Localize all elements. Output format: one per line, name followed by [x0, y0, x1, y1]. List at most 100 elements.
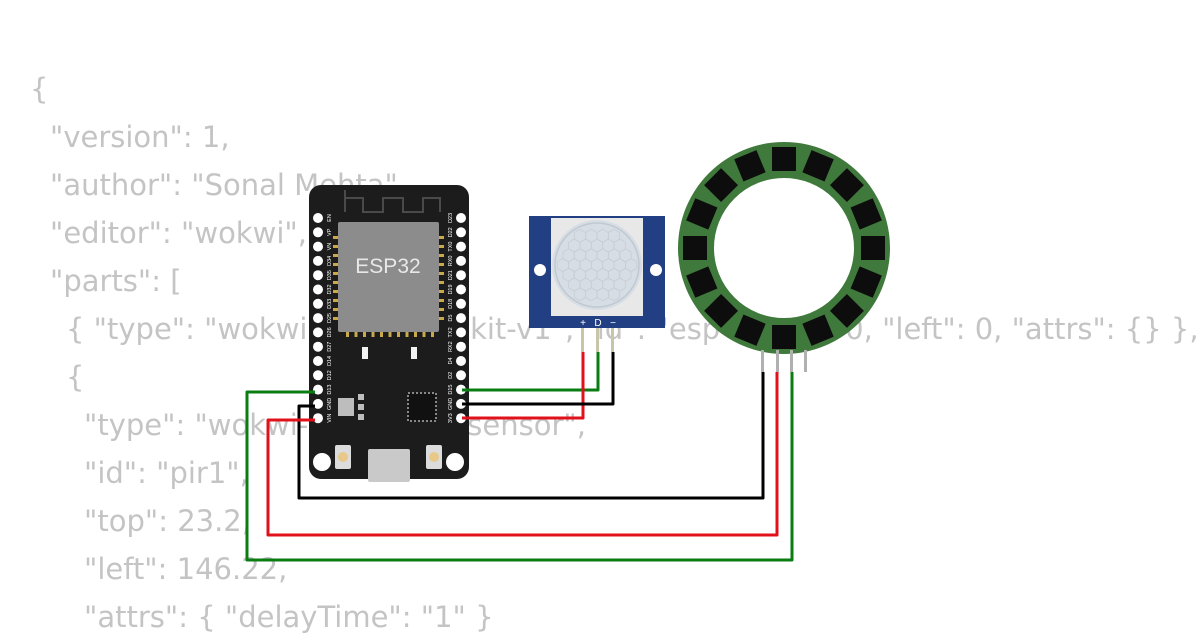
lens-hex-cell — [608, 287, 621, 302]
neopixel-led — [704, 293, 739, 328]
esp32-pin — [313, 270, 323, 281]
micro-usb-port — [368, 449, 410, 482]
esp32-pin — [313, 398, 323, 409]
esp32-pin — [456, 356, 466, 366]
voltage-regulator — [338, 394, 364, 420]
esp32-pin — [456, 270, 466, 281]
esp32-pin-label: D12 — [327, 370, 333, 380]
module-pad — [354, 331, 358, 337]
esp32-pin-label: GND — [448, 398, 454, 410]
pir-lens-ring — [554, 222, 640, 308]
neopixel-led — [686, 266, 718, 298]
neopixel-led — [829, 168, 864, 203]
wire-red-pir-vcc[interactable] — [462, 352, 585, 420]
esp32-pin — [456, 298, 466, 309]
module-pad — [438, 317, 444, 320]
esp32-pin-label: D2 — [448, 372, 454, 379]
neopixel-led — [772, 147, 796, 171]
json-line: "version": 1, — [50, 120, 230, 154]
module-pad — [397, 331, 400, 337]
module-pad — [405, 331, 409, 337]
esp32-pin-label: RX2 — [448, 341, 454, 352]
esp32-chip-label: ESP32 — [355, 255, 420, 278]
esp32-pin-label: TX0 — [448, 242, 454, 252]
module-pad — [438, 308, 444, 311]
esp32-pin-label: D32 — [327, 284, 333, 294]
mounting-hole — [446, 453, 464, 471]
pir-mount-hole — [534, 264, 546, 276]
esp32-pin-label: D4 — [448, 357, 454, 364]
json-line: "left": 146.22, — [84, 552, 288, 586]
esp32-pin-label: D5 — [448, 315, 454, 322]
module-pad — [380, 331, 383, 337]
esp32-pin — [313, 284, 323, 295]
boot-button[interactable] — [426, 445, 442, 469]
module-pad — [388, 331, 392, 337]
pir-motion-sensor[interactable]: + D − — [529, 216, 665, 352]
esp32-pin — [313, 341, 323, 352]
esp32-pin-label: EN — [327, 214, 333, 222]
module-pad — [438, 245, 444, 248]
json-line: "editor": "wokwi", — [50, 216, 307, 250]
wire-red-ring-vcc[interactable] — [266, 372, 779, 537]
module-pad — [346, 331, 349, 337]
esp32-pin — [313, 384, 323, 395]
esp32-pin-label: D25 — [327, 313, 333, 323]
ring-pin-leg — [804, 350, 807, 372]
smd-component — [362, 347, 368, 359]
neopixel-led — [850, 266, 882, 298]
module-pad — [333, 272, 339, 275]
ring-inner-edge — [712, 176, 856, 320]
esp32-pin-label: VIN — [327, 414, 333, 423]
ring-pin-leg — [776, 350, 779, 372]
module-pad — [333, 236, 339, 239]
neopixel-led — [850, 198, 882, 230]
pir-pin-label-data: D — [594, 318, 601, 329]
esp32-pin-label: D21 — [448, 270, 454, 280]
esp32-pin — [313, 213, 323, 223]
esp32-pin-label: D27 — [327, 342, 333, 352]
json-line: "parts": [ — [50, 264, 182, 298]
esp32-pin-label: D35 — [327, 270, 333, 280]
wire-green-ring-data[interactable] — [245, 372, 794, 562]
usb-uart-chip — [407, 392, 437, 422]
module-pad — [333, 299, 339, 302]
pir-fresnel-lens — [552, 220, 642, 310]
esp32-pin-label: D23 — [448, 213, 454, 223]
esp32-pin — [313, 413, 323, 424]
esp32-pin-label: TX2 — [448, 327, 454, 337]
wire-black-ring-gnd[interactable] — [297, 372, 765, 500]
neopixel-led — [802, 150, 834, 182]
esp32-pin-label: D33 — [327, 299, 333, 309]
esp32-pin-label: VN — [327, 243, 333, 251]
json-line: "id": "pir1", — [84, 456, 249, 490]
ring-pin-leg — [790, 350, 793, 372]
neopixel-led — [861, 236, 885, 260]
pir-pin-leg — [611, 328, 614, 352]
esp32-pin-label: GND — [327, 398, 333, 410]
esp32-pin-label: D34 — [327, 256, 333, 266]
module-pad — [438, 281, 444, 284]
en-button[interactable] — [335, 445, 351, 469]
pir-pin-label-gnd: − — [610, 318, 616, 329]
smd-component — [411, 347, 417, 359]
esp32-pin — [313, 298, 323, 309]
esp32-pin — [313, 241, 323, 252]
module-pad — [333, 308, 339, 311]
wire-green-pir-data[interactable] — [462, 352, 600, 392]
module-pad — [363, 331, 366, 337]
neopixel-ring[interactable] — [678, 142, 890, 372]
esp32-pin — [313, 327, 323, 338]
wire-black-pir-gnd[interactable] — [462, 352, 615, 406]
esp32-pin — [313, 227, 323, 238]
module-pad — [333, 290, 339, 293]
esp32-pin-label: D22 — [448, 227, 454, 237]
neopixel-led — [772, 325, 796, 349]
module-pad — [414, 331, 417, 337]
esp32-pin-label: D14 — [327, 356, 333, 366]
esp32-module — [338, 222, 439, 332]
neopixel-led — [734, 150, 766, 182]
neopixel-led — [802, 314, 834, 346]
